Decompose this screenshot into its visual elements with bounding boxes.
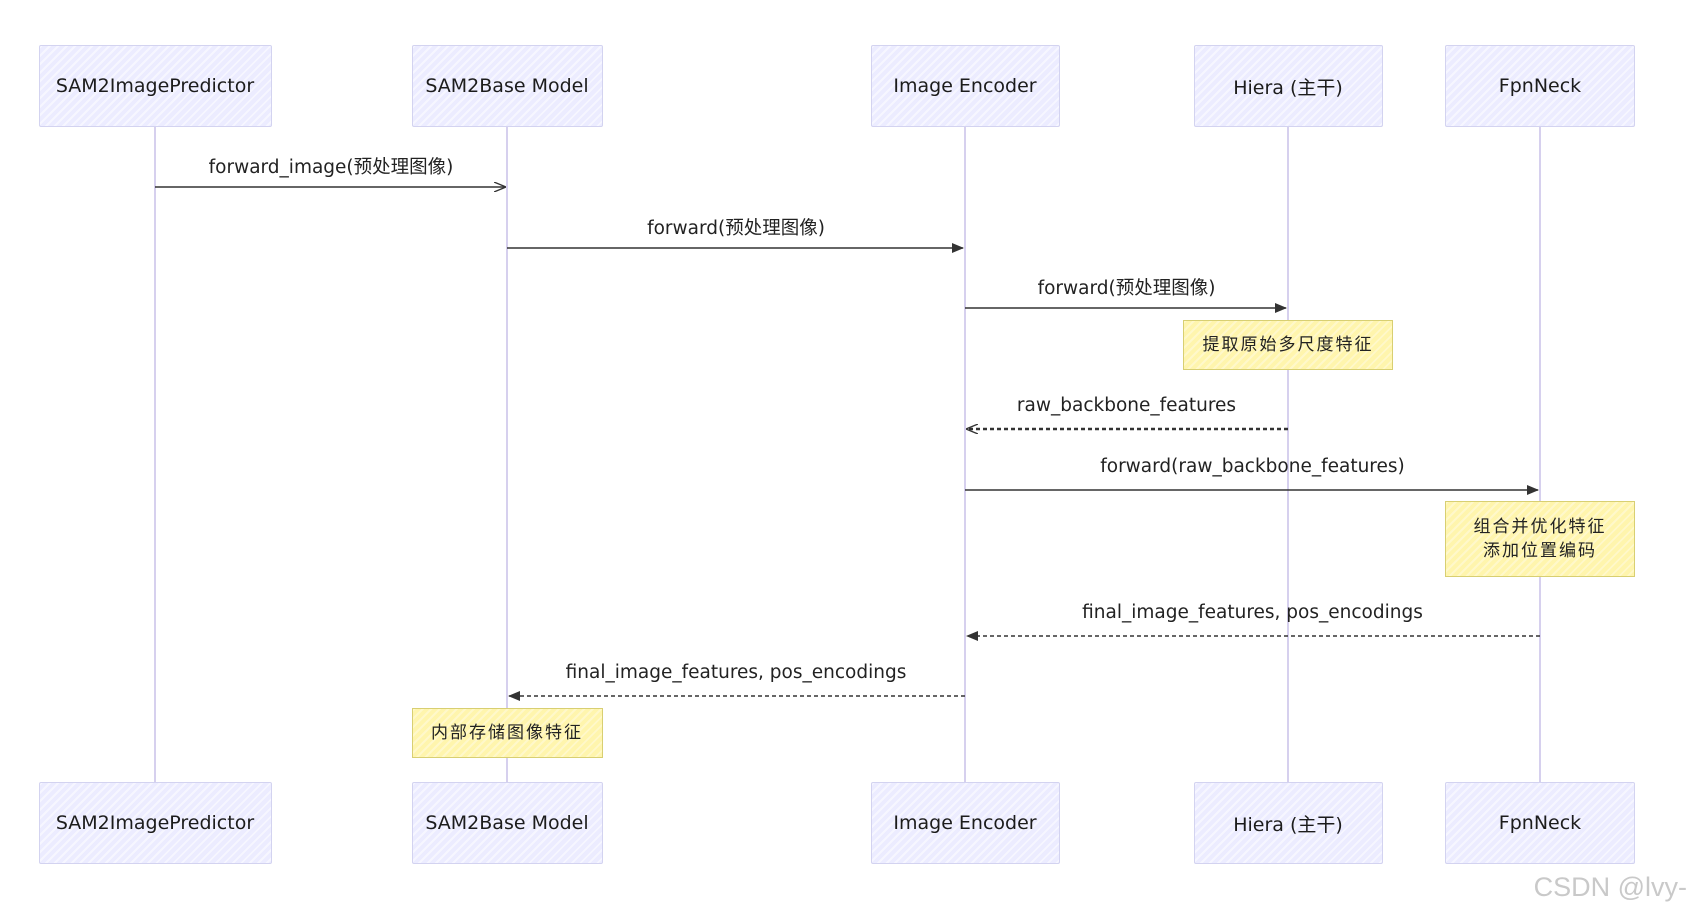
participant-predictor-top: SAM2ImagePredictor (38, 45, 272, 127)
participant-fpn-top: FpnNeck (1445, 45, 1635, 127)
note-line: 提取原始多尺度特征 (1202, 335, 1374, 355)
note-hiera: 提取原始多尺度特征 (1183, 320, 1393, 370)
message-label-7: final_image_features, pos_encodings (565, 662, 907, 683)
participant-predictor-bottom: SAM2ImagePredictor (38, 782, 272, 864)
note-line: 组合并优化特征 (1473, 517, 1607, 537)
message-label-1: forward_image(预处理图像) (208, 157, 454, 178)
note-line: 添加位置编码 (1483, 541, 1597, 561)
participant-base-top: SAM2Base Model (411, 45, 603, 127)
participant-fpn-bottom: FpnNeck (1445, 782, 1635, 864)
participant-hiera-bottom: Hiera (主干) (1193, 782, 1383, 864)
watermark: CSDN @lvy- (1533, 872, 1687, 902)
message-label-6: final_image_features, pos_encodings (1082, 602, 1423, 623)
note-base: 内部存储图像特征 (411, 708, 603, 758)
note-fpn: 组合并优化特征添加位置编码 (1445, 501, 1635, 577)
message-label-4: raw_backbone_features (1016, 395, 1237, 416)
participant-base-bottom: SAM2Base Model (411, 782, 603, 864)
participant-encoder-bottom: Image Encoder (870, 782, 1060, 864)
participant-hiera-top: Hiera (主干) (1193, 45, 1383, 127)
participant-encoder-top: Image Encoder (870, 45, 1060, 127)
message-label-3: forward(预处理图像) (1037, 278, 1216, 299)
note-line: 内部存储图像特征 (431, 723, 583, 743)
message-label-2: forward(预处理图像) (647, 218, 825, 239)
message-label-5: forward(raw_backbone_features) (1100, 456, 1405, 477)
